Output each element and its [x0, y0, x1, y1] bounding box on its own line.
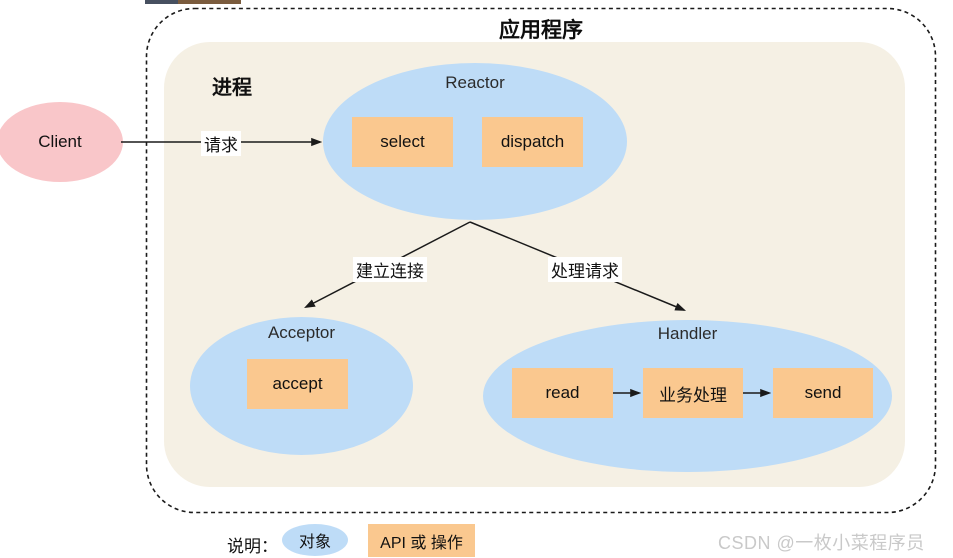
- legend-object-ellipse: 对象: [282, 524, 348, 556]
- handler-node: Handler read 业务处理 send: [483, 320, 892, 472]
- business-process-box: 业务处理: [643, 368, 743, 418]
- screenshot-edge-artifact-brown: [178, 0, 241, 4]
- handler-label: Handler: [657, 324, 718, 343]
- request-edge-label: 请求: [201, 131, 241, 156]
- dispatch-box: dispatch: [482, 117, 583, 167]
- legend-object-label: 对象: [298, 534, 331, 551]
- select-box: select: [352, 117, 453, 167]
- reactor-label: Reactor: [445, 73, 505, 92]
- legend-caption: 说明：: [227, 537, 278, 556]
- establish-connection-edge-label: 建立连接: [353, 257, 427, 282]
- client-node: Client: [0, 102, 123, 182]
- acceptor-node: Acceptor accept: [190, 317, 413, 455]
- process-label: 进程: [212, 77, 252, 99]
- acceptor-label: Acceptor: [267, 323, 336, 342]
- handle-request-edge-label: 处理请求: [548, 257, 622, 282]
- legend-api-box: API 或 操作: [368, 524, 475, 557]
- send-box: send: [773, 368, 873, 418]
- legend-api-label: API 或 操作: [380, 534, 463, 552]
- accept-box: accept: [247, 359, 348, 409]
- application-title: 应用程序: [499, 19, 583, 42]
- reactor-node: Reactor select dispatch: [323, 63, 627, 220]
- read-box: read: [512, 368, 613, 418]
- client-label: Client: [38, 132, 82, 151]
- watermark: CSDN @一枚小菜程序员: [718, 533, 925, 553]
- screenshot-edge-artifact-dark: [145, 0, 178, 4]
